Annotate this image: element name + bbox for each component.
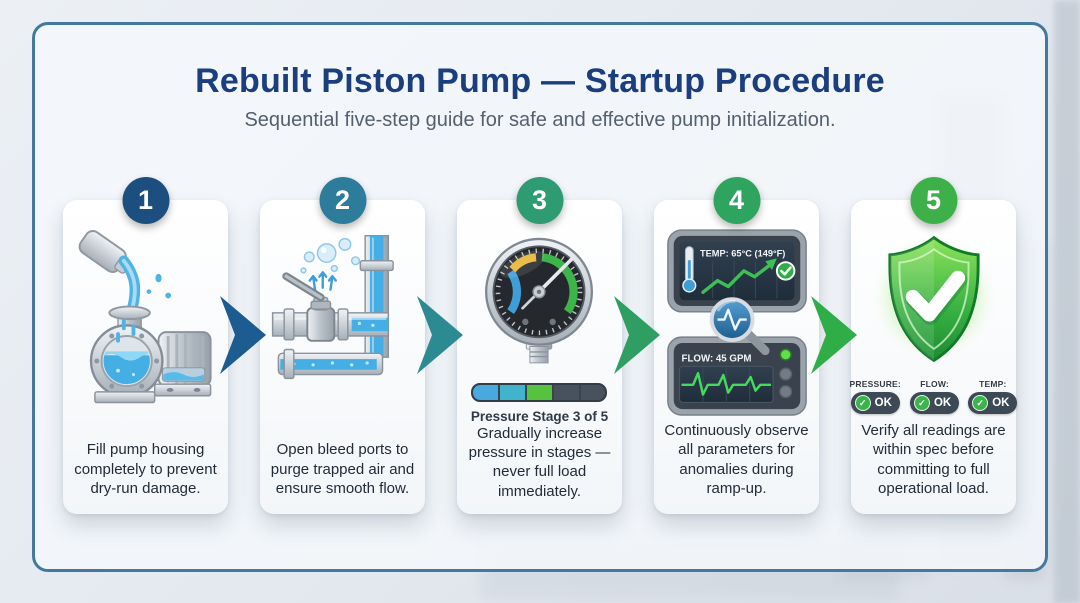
pressure-stage-label: Pressure Stage 3 of 5 bbox=[470, 409, 609, 424]
status-temp: TEMP: ✓ OK bbox=[968, 379, 1018, 414]
step-caption: Gradually increase pressure in stages — … bbox=[468, 425, 611, 500]
check-icon: ✓ bbox=[854, 395, 871, 411]
status-pill: ✓ OK bbox=[850, 392, 900, 414]
step-card-4: 4 TEMP: 65°C (149°F) bbox=[654, 177, 819, 514]
check-icon: ✓ bbox=[972, 395, 989, 411]
step-card-3: 3 bbox=[457, 177, 622, 514]
step-caption: Open bleed ports to purge trapped air an… bbox=[270, 441, 415, 497]
pressure-gauge-icon bbox=[475, 228, 603, 377]
pressure-stage-bar bbox=[471, 383, 608, 402]
step-number-badge: 5 bbox=[910, 177, 957, 224]
step-caption: Verify all readings are within spec befo… bbox=[861, 422, 1006, 497]
step-card-5: 5 PRESSURE: ✓ bbox=[850, 177, 1018, 514]
arrow-right-icon bbox=[417, 296, 463, 374]
step-card-1: 1 bbox=[63, 177, 228, 514]
step-caption: Fill pump housing completely to prevent … bbox=[74, 441, 217, 497]
status-value: OK bbox=[874, 397, 892, 409]
bleed-valve-icon bbox=[268, 228, 418, 440]
status-pills: PRESSURE: ✓ OK FLOW: ✓ OK bbox=[850, 379, 1018, 414]
stage-segment-filled bbox=[473, 385, 499, 400]
page-subtitle: Sequential five-step guide for safe and … bbox=[244, 109, 836, 131]
step-card-2: 2 bbox=[260, 177, 425, 514]
status-pill: ✓ OK bbox=[968, 392, 1018, 414]
status-value: OK bbox=[933, 397, 952, 409]
step-number-badge: 1 bbox=[122, 177, 169, 224]
status-label: TEMP: bbox=[979, 379, 1007, 389]
temp-reading: TEMP: 65°C (149°F) bbox=[700, 248, 785, 258]
status-pressure: PRESSURE: ✓ OK bbox=[850, 379, 901, 414]
stage-segment-filled bbox=[527, 385, 552, 400]
background-edge-shade bbox=[1054, 0, 1080, 603]
status-label: PRESSURE: bbox=[849, 379, 901, 389]
step-number-badge: 4 bbox=[713, 177, 760, 224]
pump-filling-icon bbox=[71, 228, 221, 440]
monitoring-screens-icon: TEMP: 65°C (149°F) FLOW: 45 GPM bbox=[664, 228, 810, 421]
check-icon: ✓ bbox=[913, 395, 930, 411]
status-pill: ✓ OK bbox=[909, 392, 960, 414]
step-caption: Continuously observe all parameters for … bbox=[664, 422, 809, 497]
status-flow: FLOW: ✓ OK bbox=[909, 379, 960, 414]
header: Rebuilt Piston Pump — Startup Procedure … bbox=[0, 62, 1080, 132]
status-label: FLOW: bbox=[920, 379, 949, 389]
stage-segment-empty bbox=[580, 385, 606, 400]
step-number-badge: 2 bbox=[319, 177, 366, 224]
status-value: OK bbox=[992, 397, 1010, 409]
arrow-right-icon bbox=[614, 296, 660, 374]
page-title: Rebuilt Piston Pump — Startup Procedure bbox=[195, 62, 885, 100]
step-number-badge: 3 bbox=[516, 177, 563, 224]
flow-reading: FLOW: 45 GPM bbox=[681, 353, 751, 364]
stage-segment-empty bbox=[553, 385, 579, 400]
shield-check-icon bbox=[859, 228, 1009, 375]
arrow-right-icon bbox=[220, 296, 266, 374]
arrow-right-icon bbox=[811, 296, 857, 374]
stage-segment-filled bbox=[500, 385, 526, 400]
